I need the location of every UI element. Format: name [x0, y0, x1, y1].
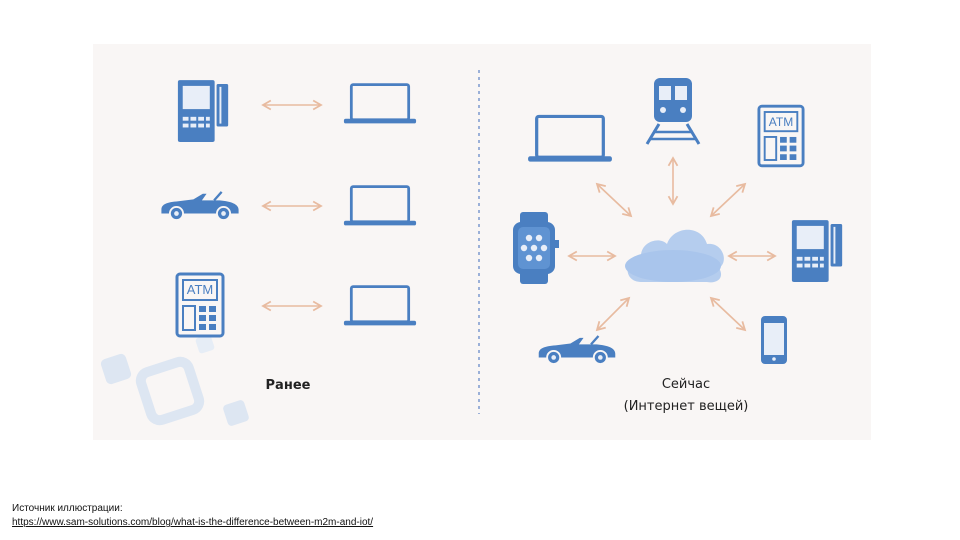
atm-label: ATM	[187, 282, 213, 297]
connection-arrow	[595, 182, 633, 218]
pos-terminal-icon	[791, 220, 843, 282]
diagram-canvas: ATM ATM	[100, 70, 843, 426]
source-label: Источник иллюстрации:	[12, 503, 123, 514]
train-icon	[645, 78, 701, 145]
laptop-icon	[343, 285, 417, 327]
convertible-car-icon	[537, 334, 617, 366]
connection-arrow	[595, 296, 631, 332]
caption-now-title: Сейчас	[661, 377, 711, 392]
caption-before: Ранее	[265, 378, 311, 393]
pos-terminal-icon	[177, 80, 229, 142]
connection-arrow	[709, 296, 747, 332]
cloud-icon	[625, 229, 724, 283]
decorative-shapes	[100, 334, 249, 426]
connection-arrow	[709, 182, 747, 218]
caption-now-subtitle: (Интернет вещей)	[623, 399, 749, 414]
smartwatch-icon	[513, 212, 559, 284]
smartphone-icon	[761, 316, 787, 364]
source-link[interactable]: https://www.sam-solutions.com/blog/what-…	[12, 517, 374, 528]
laptop-icon	[343, 185, 417, 227]
diagram-panel: ATM ATM	[93, 44, 871, 440]
laptop-icon	[343, 83, 417, 125]
caption-now: Сейчас (Интернет вещей)	[560, 374, 812, 418]
atm-label: ATM	[769, 115, 793, 129]
convertible-car-icon	[160, 190, 240, 222]
image-source: Источник иллюстрации: https://www.sam-so…	[12, 502, 373, 530]
laptop-icon	[527, 114, 613, 164]
